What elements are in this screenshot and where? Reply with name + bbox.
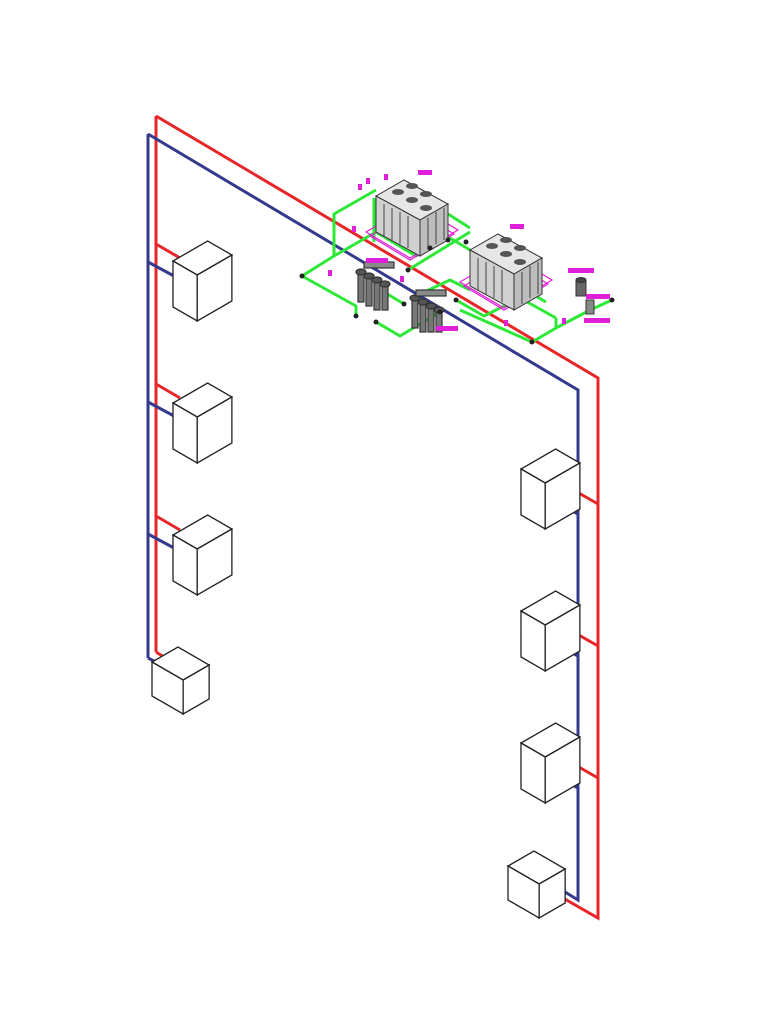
terminal-unit-left-4 (150, 646, 211, 716)
terminal-unit-right-4 (506, 850, 567, 920)
valves (299, 237, 615, 345)
terminal-unit-left-2 (171, 382, 234, 465)
expansion-tank (575, 277, 595, 315)
terminal-unit-right-2 (519, 590, 582, 673)
terminal-unit-right-3 (519, 722, 582, 805)
terminal-unit-left-1 (171, 240, 234, 323)
pump-group-1 (355, 261, 395, 311)
plant-room (299, 170, 615, 345)
chiller-2 (468, 233, 544, 311)
terminal-units (150, 240, 582, 920)
terminal-unit-right-1 (519, 448, 582, 531)
left-branches (147, 242, 181, 664)
chiller-1 (374, 179, 450, 257)
label-tags (328, 170, 610, 331)
terminal-unit-left-3 (171, 514, 234, 597)
